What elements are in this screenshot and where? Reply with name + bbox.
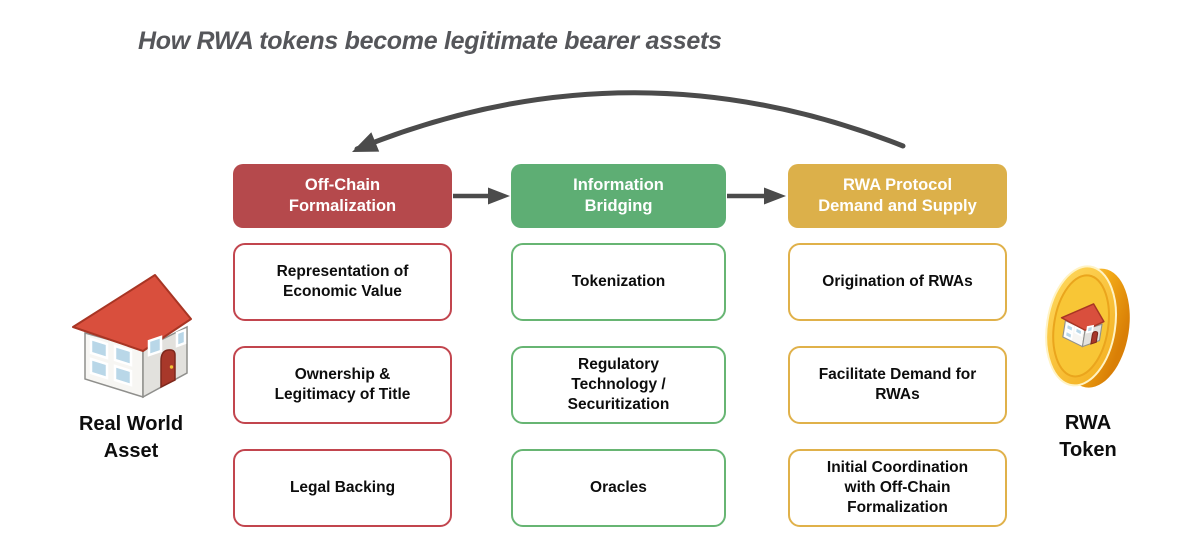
- house-icon: [72, 274, 192, 399]
- header-information-bridging: Information Bridging: [511, 164, 726, 228]
- item-origination-of-rwas: Origination of RWAs: [788, 243, 1007, 321]
- arrow-head-icon: [764, 187, 786, 205]
- feedback-arrow-head-icon: [352, 132, 380, 152]
- gold-coin-icon: [1045, 265, 1130, 388]
- rwa-token: RWA Token: [1026, 254, 1150, 464]
- item-legal-backing: Legal Backing: [233, 449, 452, 527]
- arrow-head-icon: [488, 187, 510, 205]
- item-ownership-legitimacy-of-title: Ownership & Legitimacy of Title: [233, 346, 452, 424]
- arrow-col1-to-col2: [453, 187, 510, 205]
- item-facilitate-demand-for-rwas: Facilitate Demand for RWAs: [788, 346, 1007, 424]
- column-rwa-protocol-demand-supply: RWA Protocol Demand and Supply Originati…: [788, 164, 1007, 527]
- item-regulatory-technology-securitization: Regulatory Technology / Securitization: [511, 346, 726, 424]
- header-rwa-protocol-demand-supply: RWA Protocol Demand and Supply: [788, 164, 1007, 228]
- feedback-arrow: [352, 90, 906, 152]
- item-representation-of-economic-value: Representation of Economic Value: [233, 243, 452, 321]
- item-oracles: Oracles: [511, 449, 726, 527]
- arrow-col2-to-col3: [727, 187, 786, 205]
- column-information-bridging: Information Bridging Tokenization Regula…: [511, 164, 726, 527]
- column-off-chain-formalization: Off-Chain Formalization Representation o…: [233, 164, 452, 527]
- diagram-title: How RWA tokens become legitimate bearer …: [138, 27, 722, 55]
- real-world-asset-label: Real World Asset: [78, 413, 184, 462]
- item-tokenization: Tokenization: [511, 243, 726, 321]
- item-initial-coordination-off-chain: Initial Coordination with Off-Chain Form…: [788, 449, 1007, 527]
- feedback-arrow-curve: [354, 90, 906, 152]
- header-off-chain-formalization: Off-Chain Formalization: [233, 164, 452, 228]
- real-world-asset: Real World Asset: [48, 263, 214, 465]
- rwa-token-label: RWA Token: [1059, 412, 1117, 461]
